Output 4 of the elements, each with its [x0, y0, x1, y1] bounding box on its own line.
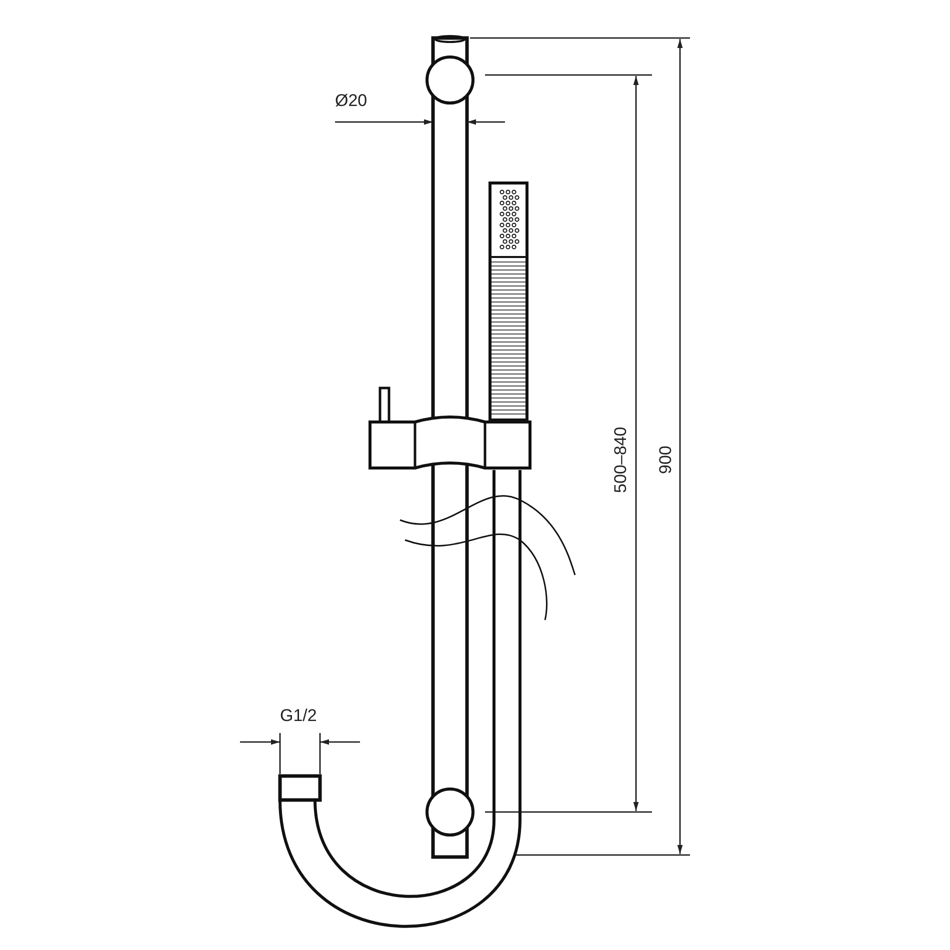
dimension-label: 900: [656, 446, 674, 474]
dimension-label: 500–840: [612, 426, 628, 493]
dimension-label: G1/2: [280, 707, 317, 724]
dimension-label: Ø20: [335, 92, 368, 109]
